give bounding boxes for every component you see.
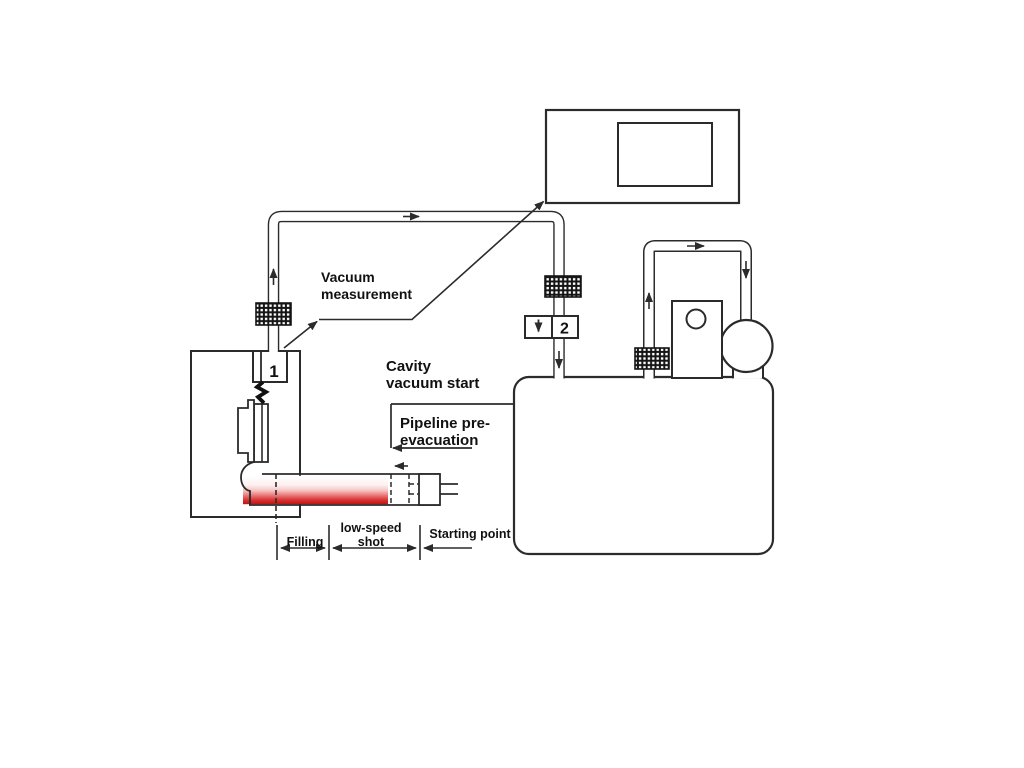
display-screen	[617, 122, 713, 187]
cast-part-step-block	[237, 399, 255, 463]
annotation-bracket	[390, 403, 513, 452]
plunger-phantom	[390, 474, 419, 505]
display-unit	[544, 108, 741, 205]
pour-funnel	[240, 461, 255, 505]
pipe-mouth-patch	[269, 349, 278, 354]
low-speed-shot-label: low-speed	[340, 521, 401, 535]
valve-2-label: 2	[560, 321, 569, 338]
flow-arrows	[269, 212, 750, 369]
starting-point-label: Starting point	[429, 527, 511, 541]
low-speed-shot-label: shot	[358, 535, 385, 549]
dimension-lines	[275, 474, 472, 560]
filter-valve-icon-right	[544, 275, 582, 298]
valve-2-box: 2	[524, 315, 579, 339]
vacuum-measurement-leader	[283, 200, 545, 349]
filling-label: Filling	[287, 535, 324, 549]
main-vacuum-pipe	[267, 210, 565, 379]
cavity-vacuum-start-label: vacuum start	[386, 375, 479, 392]
chill-vent-zigzag-icon	[253, 380, 270, 405]
cavity-vacuum-start-label: Cavity	[386, 358, 432, 375]
shot-sleeve	[240, 461, 440, 506]
valve-1-box: 1	[252, 350, 288, 383]
plunger	[418, 473, 458, 506]
vacuum-pump-circle	[719, 318, 774, 374]
filter-valve-icon-left	[255, 302, 292, 326]
die-insert	[253, 403, 269, 463]
vacuum-tank	[512, 375, 775, 556]
filter-valve-icon-pump	[634, 347, 670, 370]
pipeline-pre-evacuation-label: Pipeline pre-	[400, 415, 490, 432]
vacuum-measurement-label: measurement	[321, 286, 412, 302]
pipeline-pre-evacuation-label: evacuation	[400, 432, 478, 449]
motor-eye-icon	[685, 308, 707, 330]
molten-metal	[243, 475, 388, 505]
vacuum-measurement-label: Vacuum	[321, 269, 375, 285]
valve-1-label: 1	[269, 362, 278, 381]
